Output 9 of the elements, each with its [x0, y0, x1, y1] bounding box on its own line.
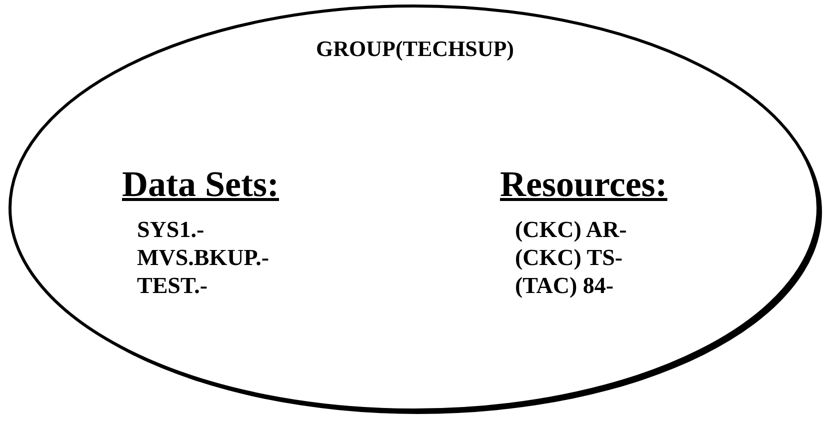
group-title: GROUP(TECHSUP) [315, 35, 515, 63]
list-item: TEST.- [137, 272, 209, 300]
list-item: MVS.BKUP.- [137, 244, 270, 272]
list-item: SYS1.- [137, 216, 206, 244]
column-heading: Resources: [500, 163, 668, 206]
list-item: (CKC) TS- [515, 244, 624, 272]
column-heading: Data Sets: [122, 163, 279, 206]
list-item: (TAC) 84- [515, 272, 615, 300]
list-item: (CKC) AR- [515, 216, 628, 244]
